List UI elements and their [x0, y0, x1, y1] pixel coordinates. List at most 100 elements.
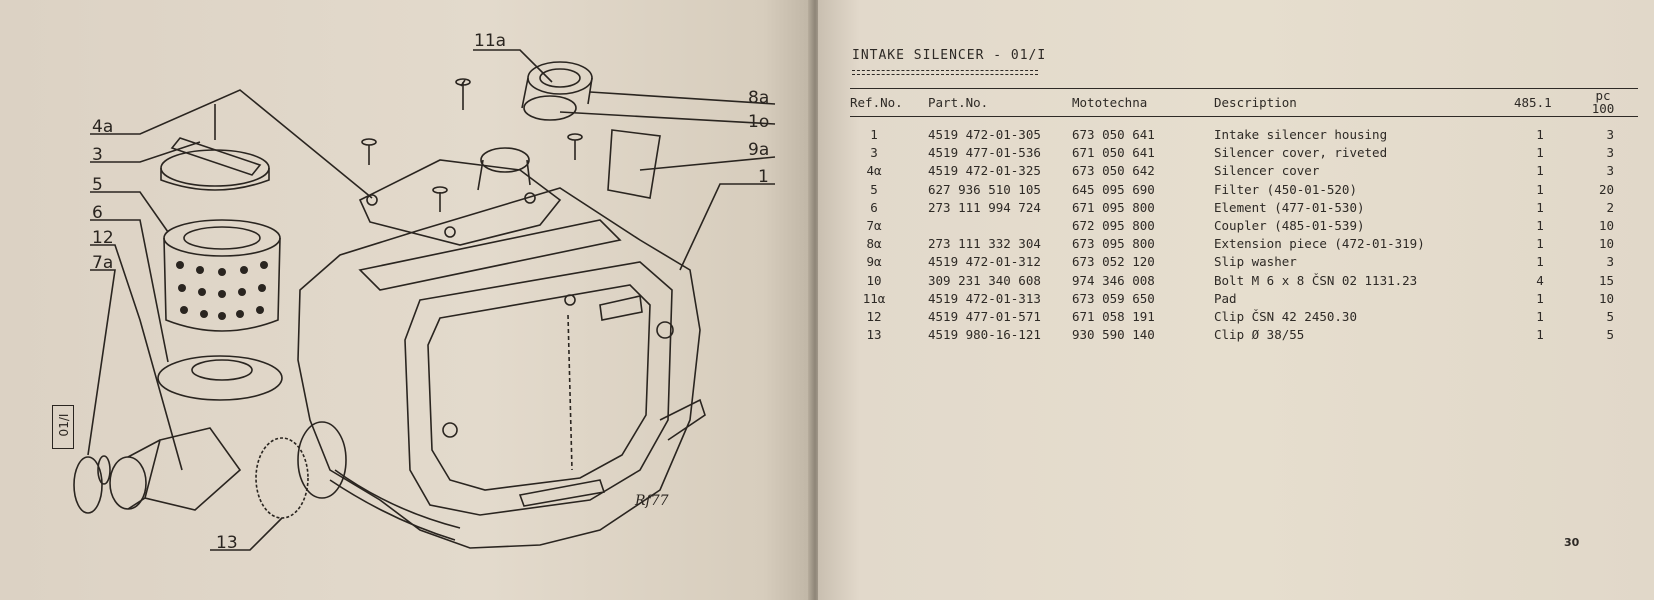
bolts-drawing: [361, 78, 583, 212]
slip-washer-drawing: [607, 129, 661, 199]
cell-desc: Clip Ø 38/55: [1214, 327, 1305, 343]
vertical-section-label: 01/I: [52, 405, 74, 449]
cell-qty: 4: [1536, 272, 1544, 288]
cell-pc: 10: [1598, 236, 1614, 252]
illustration-page: 11a 8a 1o 9a 1 4a 3 5 6 12 7a 13 Rf77 01…: [0, 0, 812, 600]
cell-moto: 672 095 800: [1072, 218, 1155, 233]
cell-moto: 671 058 191: [1072, 309, 1155, 324]
header-pc-bottom: 100: [1591, 101, 1615, 116]
cell-part: 4519 472-01-305: [928, 127, 1041, 142]
cell-pc: 2: [1606, 199, 1614, 215]
cell-ref: 4α: [866, 163, 882, 179]
artist-signature: Rf77: [634, 493, 669, 509]
cell-ref: 7α: [866, 218, 882, 233]
cell-moto: 974 346 008: [1072, 272, 1155, 288]
cell-part: 4519 477-01-571: [928, 309, 1041, 324]
cell-part: 273 111 994 724: [928, 199, 1041, 215]
cell-qty: 1: [1536, 199, 1544, 215]
header-qty: 485.1: [1514, 95, 1552, 110]
cell-moto: 930 590 140: [1072, 327, 1155, 343]
title-underline: [852, 70, 1038, 75]
cell-part: 273 111 332 304: [928, 236, 1041, 252]
cell-qty: 1: [1536, 145, 1544, 161]
cell-moto: 673 050 642: [1072, 163, 1155, 179]
header-mototechna: Mototechna: [1072, 95, 1148, 110]
cell-part: 4519 472-01-325: [928, 163, 1041, 179]
callout-10: 1o: [748, 112, 769, 132]
cell-desc: Filter (450-01-520): [1214, 181, 1357, 197]
cell-desc: Intake silencer housing: [1214, 127, 1388, 142]
cell-desc: Slip washer: [1214, 254, 1297, 270]
cell-ref: 11α: [862, 290, 886, 306]
cell-moto: 645 095 690: [1072, 181, 1155, 197]
cell-qty: 1: [1536, 181, 1544, 197]
silencer-cover-plate-drawing: [358, 147, 562, 246]
header-description: Description: [1214, 95, 1297, 110]
callout-1: 1: [758, 167, 769, 187]
cell-qty: 1: [1536, 236, 1544, 252]
cell-desc: Extension piece (472-01-319): [1214, 236, 1425, 252]
cell-qty: 1: [1536, 327, 1544, 343]
callout-3: 3: [92, 145, 103, 165]
page-number: 30: [1564, 536, 1580, 549]
header-ref: Ref.No.: [850, 95, 903, 110]
cell-pc: 5: [1606, 327, 1614, 343]
cell-ref: 12: [866, 309, 882, 324]
cell-desc: Silencer cover: [1214, 163, 1320, 179]
silencer-housing-drawing: [297, 187, 706, 549]
cell-ref: 10: [866, 272, 882, 288]
callout-11a: 11a: [474, 31, 506, 51]
filter-cover-drawing: [160, 137, 270, 191]
cell-part: 309 231 340 608: [928, 272, 1041, 288]
cell-ref: 1: [870, 127, 878, 142]
callout-9a: 9a: [748, 140, 769, 160]
cell-pc: 5: [1606, 309, 1614, 324]
cell-qty: 1: [1536, 309, 1544, 324]
cell-qty: 1: [1536, 290, 1544, 306]
table-header-rule: [850, 116, 1638, 117]
cell-pc: 20: [1598, 181, 1614, 197]
cell-moto: 671 095 800: [1072, 199, 1155, 215]
table-top-rule: [850, 88, 1638, 89]
cell-moto: 673 059 650: [1072, 290, 1155, 306]
coupler-drawing: [109, 427, 242, 511]
cell-qty: 1: [1536, 127, 1544, 142]
exploded-view-drawing: 11a 8a 1o 9a 1 4a 3 5 6 12 7a 13 Rf77: [73, 31, 776, 553]
callout-5: 5: [92, 175, 103, 195]
callout-6: 6: [92, 203, 103, 223]
parts-list-page: INTAKE SILENCER - 01/I Ref.No. Part.No. …: [818, 0, 1654, 600]
leader-lines: [87, 49, 776, 551]
cell-ref: 8α: [866, 236, 882, 252]
callout-8a: 8a: [748, 88, 769, 108]
callout-7a: 7a: [92, 253, 113, 273]
cell-desc: Element (477-01-530): [1214, 199, 1365, 215]
cell-part: 4519 472-01-312: [928, 254, 1041, 270]
cell-pc: 3: [1606, 163, 1614, 179]
cell-desc: Coupler (485-01-539): [1214, 218, 1365, 233]
cell-ref: 6: [870, 199, 878, 215]
section-title: INTAKE SILENCER - 01/I: [852, 48, 1047, 63]
clip-13-drawing: [255, 421, 347, 519]
cell-part: 4519 477-01-536: [928, 145, 1041, 161]
callout-12: 12: [92, 228, 114, 248]
cell-moto: 671 050 641: [1072, 145, 1155, 161]
cell-moto: 673 095 800: [1072, 236, 1155, 252]
cell-moto: 673 052 120: [1072, 254, 1155, 270]
cell-pc: 10: [1598, 290, 1614, 306]
cell-pc: 3: [1606, 254, 1614, 270]
cell-desc: Clip ČSN 42 2450.30: [1214, 309, 1357, 324]
cell-part: 4519 472-01-313: [928, 290, 1041, 306]
cell-qty: 1: [1536, 218, 1544, 233]
cell-pc: 10: [1598, 218, 1614, 233]
cell-pc: 3: [1606, 127, 1614, 142]
cell-ref: 13: [866, 327, 882, 343]
cell-part: 4519 980-16-121: [928, 327, 1041, 343]
cell-desc: Bolt M 6 x 8 ČSN 02 1131.23: [1214, 272, 1418, 288]
cell-qty: 1: [1536, 163, 1544, 179]
header-pc-top: pc: [1595, 88, 1611, 103]
cell-ref: 9α: [866, 254, 882, 270]
cell-desc: Silencer cover, riveted: [1214, 145, 1388, 161]
header-part: Part.No.: [928, 95, 989, 110]
cell-moto: 673 050 641: [1072, 127, 1155, 142]
